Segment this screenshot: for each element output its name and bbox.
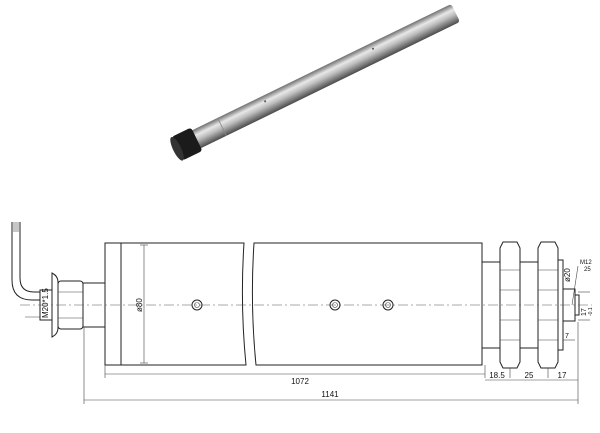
tube-length-label: 1072 xyxy=(291,377,309,386)
shaft-end-label: 17 xyxy=(558,371,567,380)
shaft-diameter-label: ø20 xyxy=(563,268,572,282)
thread-depth-label: 25 xyxy=(584,267,591,273)
tube-diameter-label: ø80 xyxy=(135,298,144,312)
roller-photo xyxy=(170,4,460,161)
flat-length-label: 7 xyxy=(565,333,569,340)
flat-width-label: 17 xyxy=(581,308,588,316)
dimension-lines xyxy=(83,322,579,404)
gland-thread-label: M20*1.5 xyxy=(41,288,50,318)
sprocket-pitch-label: 25 xyxy=(525,371,534,380)
roller-tube-image xyxy=(191,4,460,148)
sprocket-offset-label: 18.5 xyxy=(489,371,505,380)
overall-length-label: 1141 xyxy=(321,390,339,399)
end-thread-label: M12 xyxy=(580,260,592,266)
roller-tube xyxy=(104,242,483,366)
cable-gland xyxy=(39,272,106,338)
flat-tolerance-label: -0.1 xyxy=(588,307,594,316)
